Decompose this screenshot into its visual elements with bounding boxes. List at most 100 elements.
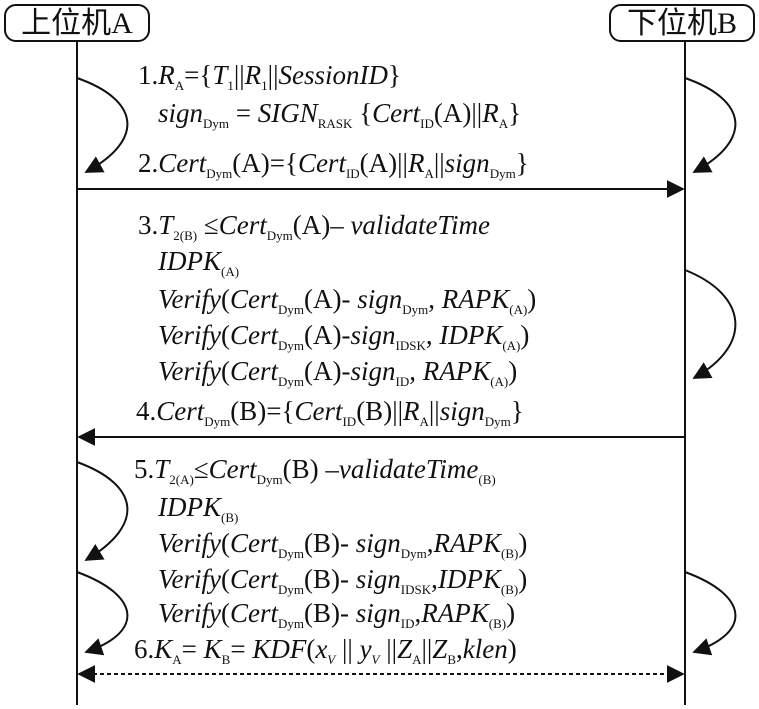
step-number: 6.	[134, 634, 155, 664]
var-sign: sign	[357, 284, 403, 314]
subscript: ID	[400, 616, 415, 631]
subscript: Dym	[206, 166, 233, 181]
var-cert: Cert	[218, 210, 267, 240]
argument: (B)	[230, 396, 267, 426]
step5-line2: IDPK(B)	[158, 492, 238, 524]
subscript: IDSK	[395, 338, 426, 353]
actor-box-a: 上位机A	[4, 4, 150, 42]
var-session-id: SessionID	[278, 60, 388, 90]
subscript: (A)	[221, 264, 240, 279]
concat-operator: ||	[428, 396, 440, 426]
argument: (A)	[304, 356, 342, 386]
operator: -	[341, 320, 351, 350]
subscript: 2(B)	[173, 228, 198, 243]
subscript: (B)	[478, 472, 496, 487]
subscript: Dym	[278, 582, 304, 597]
step1-line2: signDym = SIGNRASK {CertID(A)||RA}	[158, 98, 522, 131]
step-number: 4.	[136, 396, 157, 426]
subscript: B	[221, 652, 231, 667]
var-key: RAPK	[433, 528, 502, 558]
var-k: K	[154, 634, 173, 664]
operator: )	[507, 634, 517, 664]
self-loop-b-step5	[684, 571, 737, 656]
self-loop-a-step5a	[76, 461, 129, 561]
var-sign: sign	[355, 528, 401, 558]
subscript: ID	[342, 414, 357, 429]
operator: -	[340, 528, 356, 558]
subscript: ID	[395, 374, 410, 389]
operator: {	[352, 98, 373, 128]
operator: ,	[456, 634, 463, 664]
operator: )	[527, 284, 537, 314]
var-t: T	[154, 454, 170, 484]
subscript: A	[419, 414, 429, 429]
self-loop-b-step1	[684, 77, 737, 173]
operator: (	[220, 356, 230, 386]
operator: (	[220, 564, 230, 594]
var-r: R	[407, 148, 425, 178]
concat-operator: ||	[421, 634, 433, 664]
operator: ={	[266, 396, 295, 426]
var-cert: Cert	[229, 320, 278, 350]
step-number: 2.	[138, 148, 159, 178]
var-cert: Cert	[229, 528, 278, 558]
operator: ≤	[193, 454, 209, 484]
step5-verify3: Verify(CertDym(B)- signID,RAPK(B))	[158, 598, 516, 631]
func-verify: Verify	[158, 284, 221, 314]
operator: -	[340, 598, 356, 628]
var-sign: sign	[350, 320, 396, 350]
subscript: B	[447, 652, 456, 667]
operator: ={	[269, 148, 298, 178]
argument: (A)	[232, 148, 270, 178]
operator: }	[508, 98, 522, 128]
subscript: (B)	[488, 616, 507, 631]
var-cert: Cert	[156, 396, 205, 426]
operator: }	[515, 148, 529, 178]
subscript: 2(A)	[169, 472, 194, 487]
var-klen: klen	[462, 634, 508, 664]
step3-verify1: Verify(CertDym(A)- signDym, RAPK(A))	[158, 284, 537, 317]
var-sign: sign	[158, 98, 204, 128]
step3-verify2: Verify(CertDym(A)-signIDSK, IDPK(A))	[158, 320, 530, 353]
step-number: 5.	[134, 454, 155, 484]
subscript: Dym	[204, 414, 231, 429]
var-key: IDPK	[437, 564, 501, 594]
subscript: Dym	[402, 302, 429, 317]
step3-line2: IDPK(A)	[158, 246, 240, 279]
subscript: (A)	[490, 374, 509, 389]
func-sign: SIGN	[257, 98, 318, 128]
var-sign: sign	[439, 396, 485, 426]
concat-operator: ||	[379, 634, 398, 664]
var-cert: Cert	[229, 284, 278, 314]
actor-box-b: 下位机B	[609, 4, 755, 42]
var-cert: Cert	[229, 356, 278, 386]
var-z: Z	[397, 634, 413, 664]
subscript: A	[424, 166, 434, 181]
step6-line: 6.KA= KB= KDF(xV || yV ||ZA||ZB,klen)	[134, 634, 517, 667]
var-r: R	[244, 60, 262, 90]
var-sign: sign	[355, 598, 401, 628]
concat-operator: ||	[397, 148, 408, 178]
step5-verify2: Verify(CertDym(B)- signIDSK,IDPK(B))	[158, 564, 527, 597]
var-t: T	[212, 60, 228, 90]
operator: )	[520, 320, 530, 350]
var-sign: sign	[444, 148, 490, 178]
step3-verify3: Verify(CertDym(A)-signID, RAPK(A))	[158, 356, 517, 389]
subscript: Dym	[266, 228, 293, 243]
operator: )	[518, 528, 528, 558]
operator: (	[220, 284, 230, 314]
subscript: IDSK	[400, 582, 432, 597]
step5-verify1: Verify(CertDym(B)- signDym,RAPK(B))	[158, 528, 528, 560]
subscript: RASK	[317, 116, 353, 131]
operator: )	[506, 598, 516, 628]
var-r: R	[403, 396, 420, 426]
concat-operator: ||	[335, 634, 360, 664]
var-x: x	[315, 634, 328, 664]
argument: (A)	[359, 148, 398, 178]
var-key: RAPK	[421, 598, 489, 628]
argument: (B) –	[282, 454, 339, 484]
operator: ,	[409, 356, 423, 386]
subscript: Dym	[278, 616, 304, 631]
argument: (B)	[356, 396, 393, 426]
